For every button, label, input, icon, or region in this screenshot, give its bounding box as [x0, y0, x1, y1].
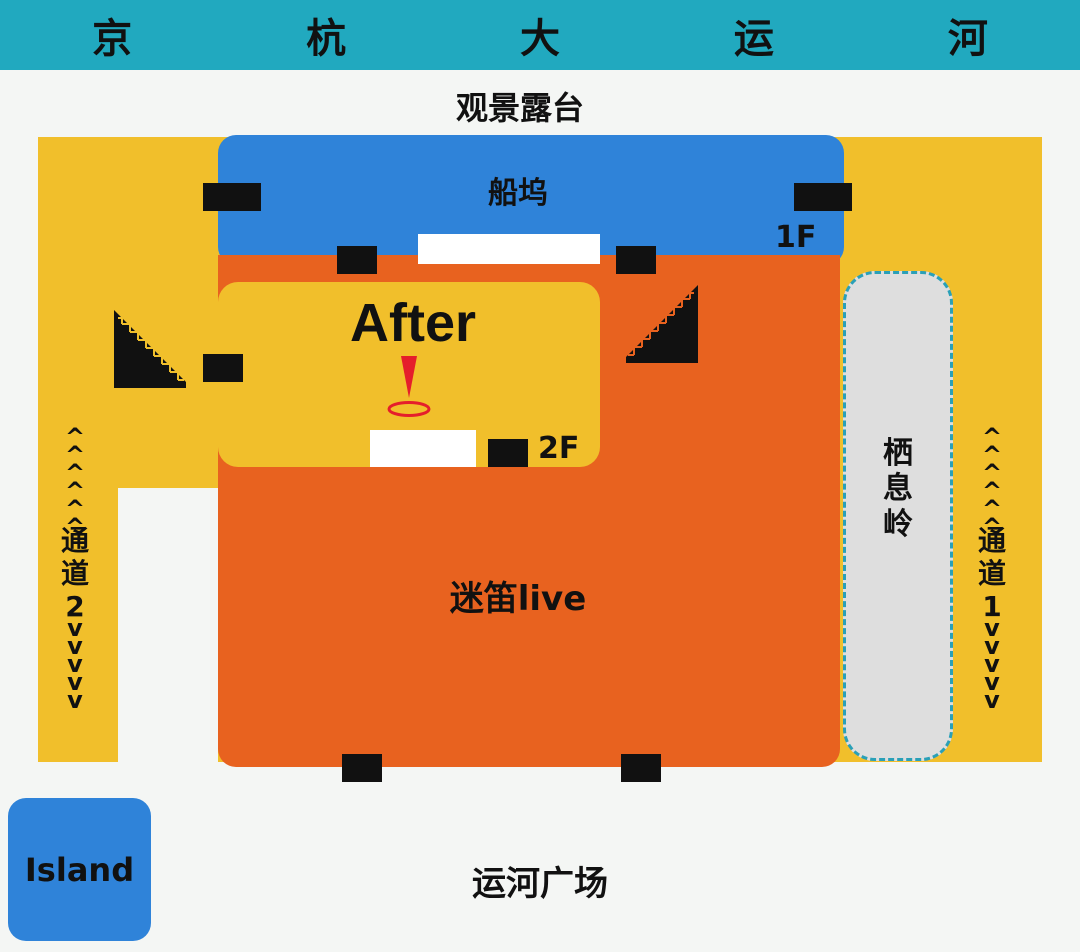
rest-area-char-3: 岭 — [883, 506, 913, 542]
migo-live-label: 迷笛live — [449, 579, 587, 619]
passage-1-char-2: 道 — [977, 557, 1006, 591]
passage-1-char-1: 通 — [977, 524, 1006, 557]
island-area[interactable]: Island — [8, 798, 151, 941]
passage-2-label: 通 道 2 — [55, 524, 95, 623]
after-label: After — [349, 293, 476, 353]
rest-area-label: 栖 息 岭 — [868, 436, 928, 542]
dock-label: 船坞 — [488, 176, 548, 211]
canal-band — [0, 0, 1080, 70]
door-bottom-right[interactable] — [621, 754, 661, 782]
door-dock-left[interactable] — [203, 183, 261, 211]
dock-entry-white — [418, 234, 600, 264]
door-bottom-left[interactable] — [342, 754, 382, 782]
door-upper-right[interactable] — [616, 246, 656, 274]
location-marker-icon — [387, 356, 431, 417]
after-entry-white — [370, 430, 476, 467]
stairs-left-icon — [114, 310, 186, 388]
passage-1-up-arrows-icon: ^^^^^^ — [981, 423, 1003, 541]
stairs-right-icon — [626, 285, 698, 363]
rest-area-char-2: 息 — [883, 471, 913, 507]
passage-2-char-3: 2 — [65, 590, 85, 624]
canal-plaza-label: 运河广场 — [472, 863, 608, 904]
passage-2-up-arrows-icon: ^^^^^^ — [64, 423, 86, 541]
rest-area[interactable] — [843, 271, 953, 761]
door-after-left[interactable] — [203, 354, 243, 382]
left-white-gap — [118, 488, 218, 762]
floor-1f-label: 1F — [775, 220, 817, 255]
door-dock-right[interactable] — [794, 183, 852, 211]
viewing-platform-label: 观景露台 — [455, 89, 584, 127]
canal-title: 京 杭 大 运 河 — [92, 16, 1068, 62]
passage-2-char-1: 通 — [60, 524, 89, 557]
door-upper-left[interactable] — [337, 246, 377, 274]
door-after-bottom[interactable] — [488, 439, 528, 467]
rest-area-char-1: 栖 — [883, 436, 913, 471]
passage-2-char-2: 道 — [60, 557, 89, 591]
passage-1-label: 通 道 1 — [972, 524, 1012, 623]
floor-2f-label: 2F — [538, 431, 580, 466]
passage-1-char-3: 1 — [982, 590, 1002, 624]
